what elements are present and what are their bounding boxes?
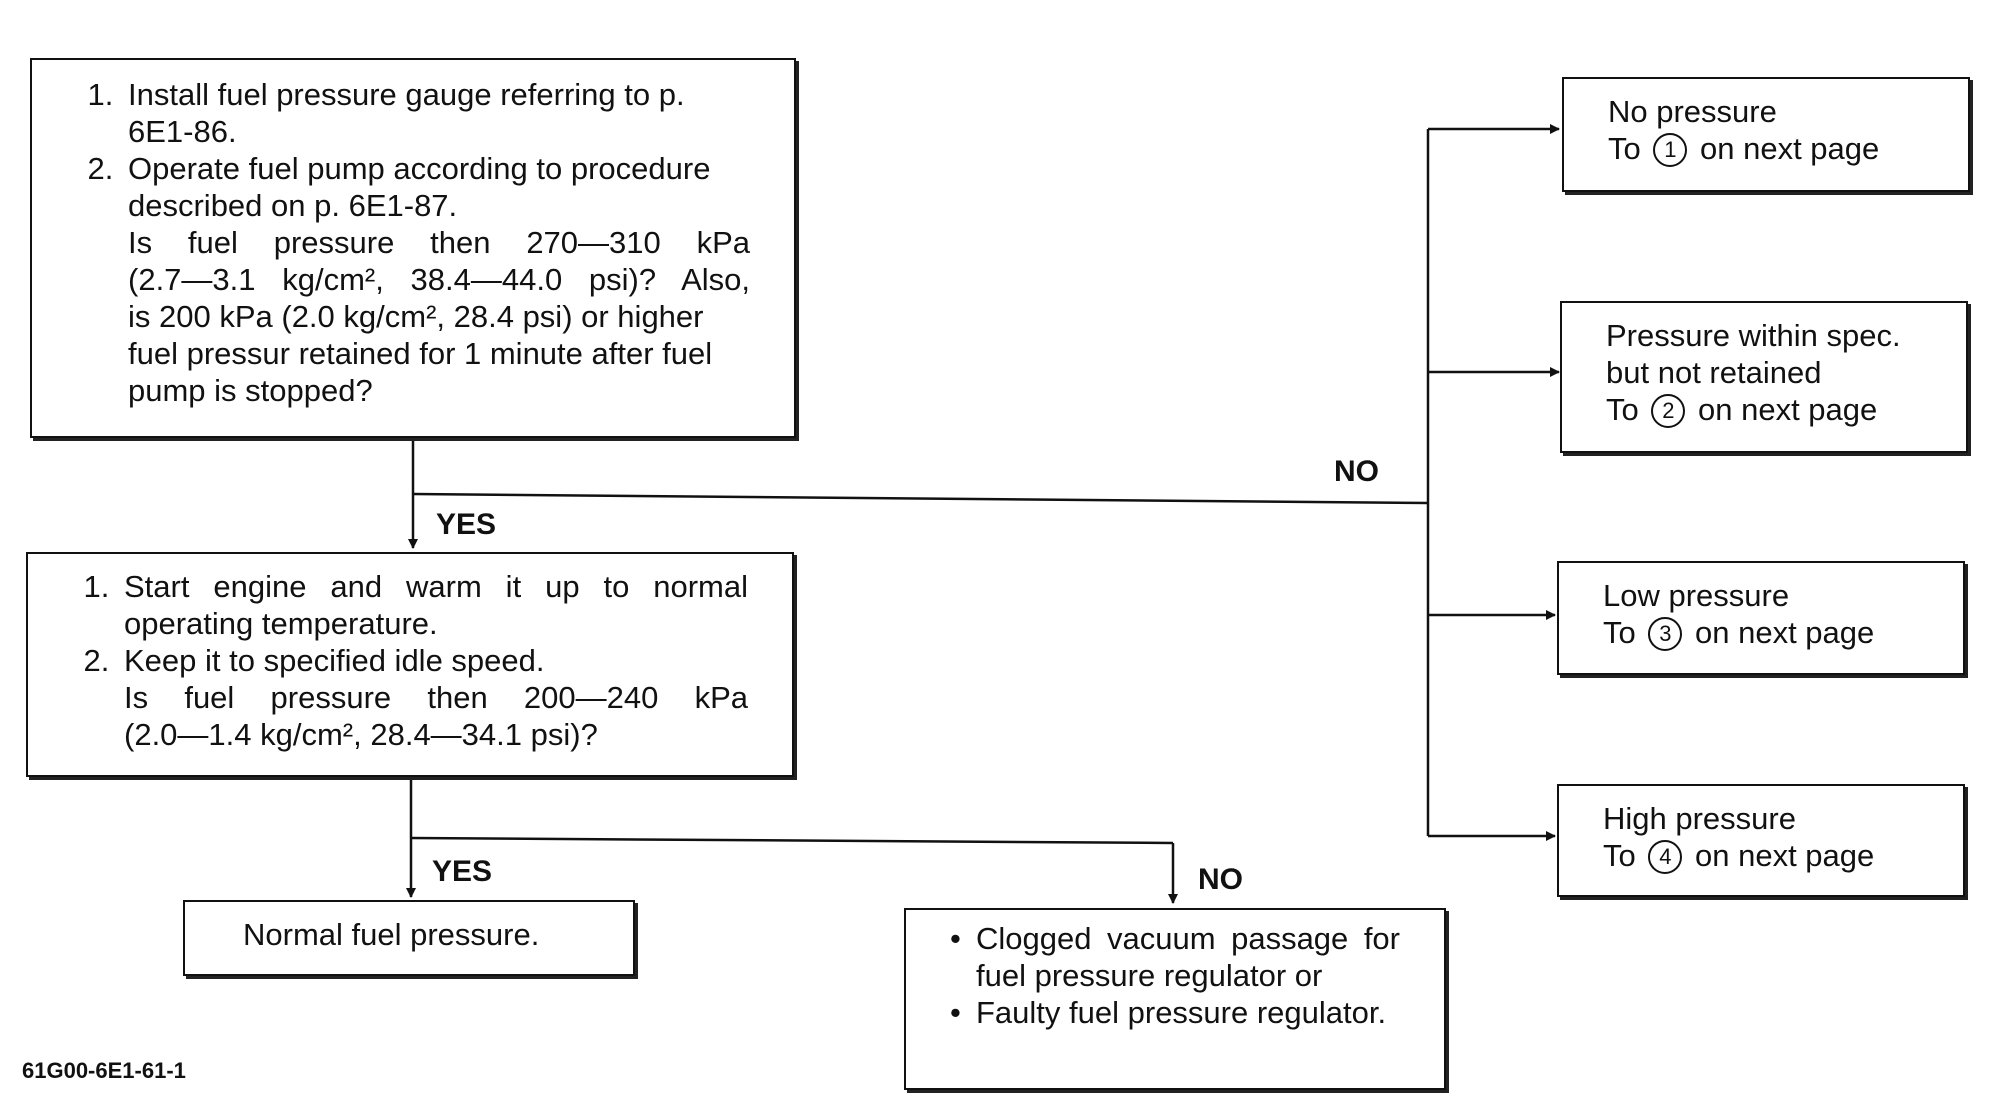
step-box-2-item-text: Keep it to specified idle speed. [124,643,545,678]
circled-number-4-icon: 4 [1648,840,1683,874]
cause-item: Clogged vacuum passage for fuel pressure… [950,920,1400,994]
result-1-suffix: on next page [1700,131,1880,166]
step-box-2-list: Start engine and warm it up to normal op… [28,568,748,753]
step-box-2-item: Keep it to specified idle speed. Is fuel… [118,642,748,753]
circled-number-2-icon: 2 [1651,394,1686,428]
question-line: (2.0—1.4 kg/cm², 28.4—34.1 psi)? [124,717,598,752]
step-box-1-item: Operate fuel pump according to procedure… [122,150,750,409]
result-4-title: High pressure [1603,801,1796,836]
cause-item: Faulty fuel pressure regulator. [950,994,1400,1031]
step-box-1: Install fuel pressure gauge referring to… [30,58,796,438]
result-2-destination: To 2 on next page [1606,391,1966,428]
step-box-2: Start engine and warm it up to normal op… [26,552,794,777]
result-box-2: Pressure within spec. but not retained T… [1560,301,1968,453]
result-3-title: Low pressure [1603,578,1790,613]
step-box-1-item-text: Operate fuel pump according to procedure… [128,151,711,223]
result-3-to: To [1603,615,1636,650]
question-line: Is fuel pressure then 200—240 kPa [124,680,748,715]
question-line: (2.7—3.1 kg/cm², 38.4—44.0 psi)? Also, [128,262,750,297]
result-3-suffix: on next page [1695,615,1875,650]
no-label-1: NO [1334,455,1379,488]
causes-box: Clogged vacuum passage for fuel pressure… [904,908,1446,1090]
normal-pressure-text: Normal fuel pressure. [243,917,540,952]
connector-box2-no [410,836,1174,845]
question-line: Is fuel pressure then 270—310 kPa [128,225,750,260]
result-4-suffix: on next page [1695,838,1875,873]
result-3-destination: To 3 on next page [1603,614,1963,651]
step-box-2-item: Start engine and warm it up to normal op… [118,568,748,642]
question-line: fuel pressur retained for 1 minute after… [128,336,713,371]
result-2-subtitle: but not retained [1606,355,1822,390]
result-1-title: No pressure [1608,94,1777,129]
result-2-to: To [1606,392,1639,427]
result-4-to: To [1603,838,1636,873]
result-box-1: No pressure To 1 on next page [1562,77,1970,192]
step-box-1-item: Install fuel pressure gauge referring to… [122,76,750,150]
no-label-2: NO [1198,863,1243,896]
question-line: pump is stopped? [128,373,373,408]
result-2-suffix: on next page [1698,392,1878,427]
result-4-destination: To 4 on next page [1603,837,1963,874]
circled-number-3-icon: 3 [1648,617,1683,651]
result-box-4: High pressure To 4 on next page [1557,784,1965,897]
causes-list: Clogged vacuum passage for fuel pressure… [906,920,1400,1031]
yes-label-2: YES [432,855,493,888]
yes-label-1: YES [436,508,497,541]
result-1-destination: To 1 on next page [1608,130,1968,167]
connector-box1-no [412,492,1429,505]
normal-pressure-box: Normal fuel pressure. [183,900,635,976]
figure-code: 61G00-6E1-61-1 [22,1058,186,1083]
result-2-title: Pressure within spec. [1606,318,1901,353]
result-1-to: To [1608,131,1641,166]
result-box-3: Low pressure To 3 on next page [1557,561,1965,675]
question-line: is 200 kPa (2.0 kg/cm², 28.4 psi) or hig… [128,299,704,334]
circled-number-1-icon: 1 [1653,133,1688,167]
step-box-1-list: Install fuel pressure gauge referring to… [32,76,750,409]
